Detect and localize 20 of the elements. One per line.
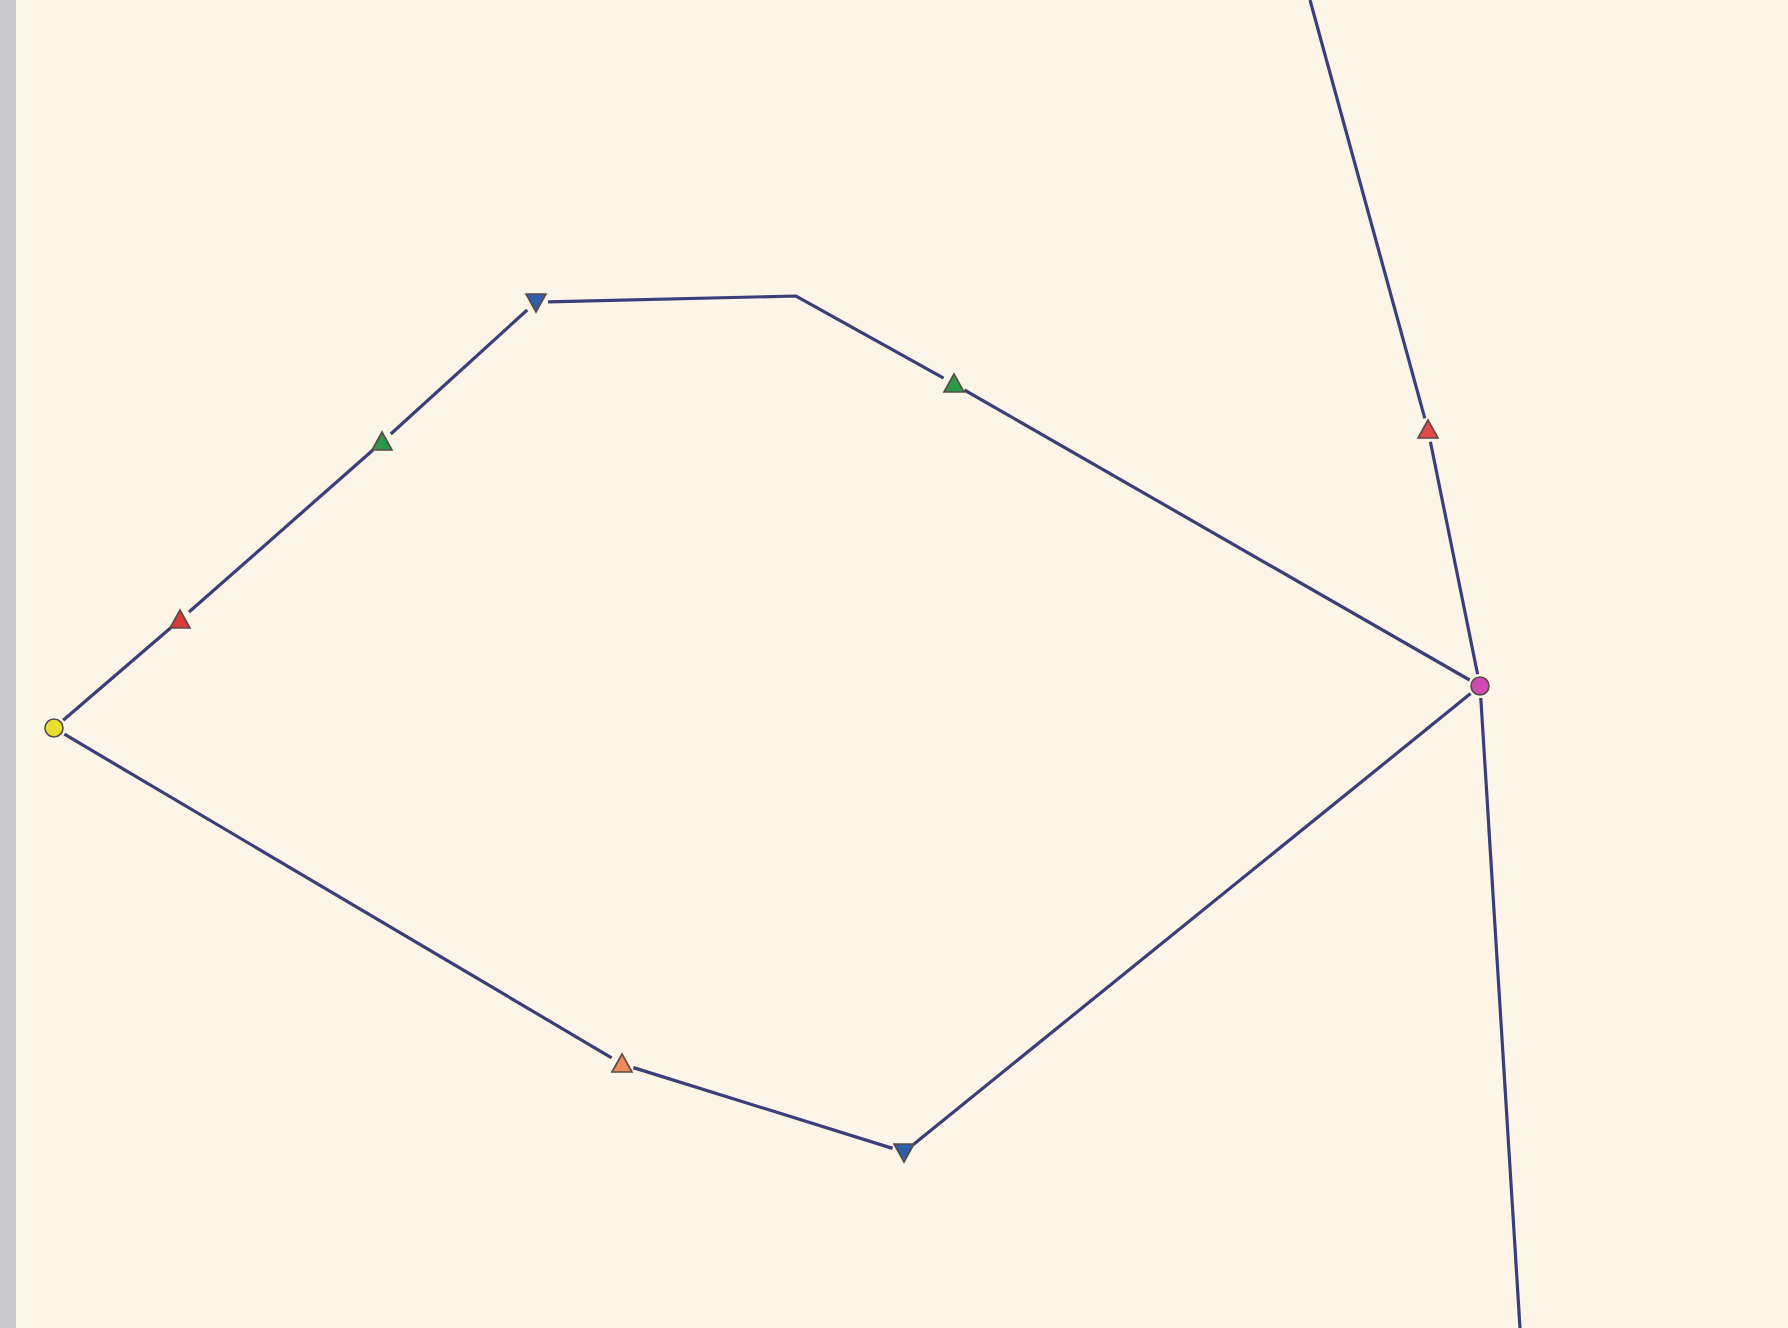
route-line: [963, 388, 1471, 682]
triangle-marker: [370, 430, 394, 454]
route-line: [1428, 441, 1480, 675]
route-line: [1308, 0, 1427, 419]
route-line: [547, 294, 945, 380]
circle-marker: [42, 716, 66, 740]
route-line: [912, 692, 1472, 1146]
triangle-marker: [168, 608, 192, 632]
route-line: [1479, 697, 1522, 1328]
triangle-marker: [1416, 418, 1440, 442]
route-line: [62, 626, 172, 722]
route-line: [389, 308, 529, 436]
triangle-marker: [524, 290, 548, 314]
route-line: [632, 1066, 894, 1150]
route-line: [187, 448, 375, 614]
triangle-marker: [610, 1052, 634, 1076]
circle-marker: [1468, 674, 1492, 698]
triangle-marker: [892, 1140, 916, 1164]
route-line: [63, 732, 613, 1060]
triangle-marker: [942, 372, 966, 396]
